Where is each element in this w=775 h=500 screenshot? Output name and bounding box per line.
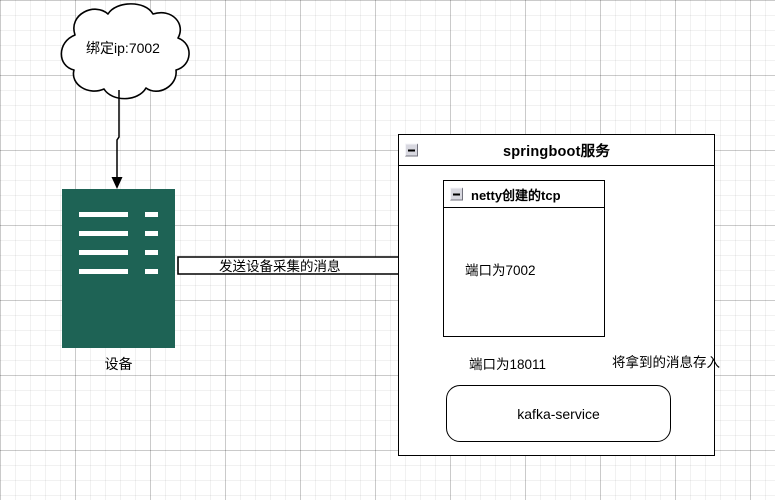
netty-port-text: 端口为7002 [465,263,536,278]
netty-titlebar: netty创建的tcp [444,181,604,208]
device-rows [79,212,158,288]
device-row [79,250,158,255]
flow-message-label: 发送设备采集的消息 [219,259,341,274]
device-row [79,269,158,274]
port-18011-label: 端口为18011 [469,357,547,372]
cloud-shape [60,3,190,100]
device-node[interactable] [62,189,175,348]
device-bar-long [79,250,128,255]
store-message-label: 将拿到的消息存入 [612,355,720,370]
minus-icon[interactable] [450,187,463,201]
device-bar-long [79,231,128,236]
cloud-label: 绑定ip:7002 [86,40,160,56]
netty-container[interactable]: netty创建的tcp 端口为7002 [443,180,605,337]
springboot-titlebar: springboot服务 [399,135,714,166]
minus-icon[interactable] [405,143,418,157]
netty-title: netty创建的tcp [471,187,561,203]
device-bar-long [79,269,128,274]
kafka-service-label: kafka-service [517,405,600,422]
device-row [79,212,158,217]
kafka-service-node[interactable]: kafka-service [446,385,671,442]
device-bar-short [145,269,158,274]
device-label: 设备 [104,356,133,372]
device-bar-short [145,212,158,217]
device-bar-long [79,212,128,217]
device-row [79,231,158,236]
springboot-title: springboot服务 [502,143,611,160]
device-bar-short [145,231,158,236]
device-bar-short [145,250,158,255]
cloud-to-device-arrow [111,90,123,189]
